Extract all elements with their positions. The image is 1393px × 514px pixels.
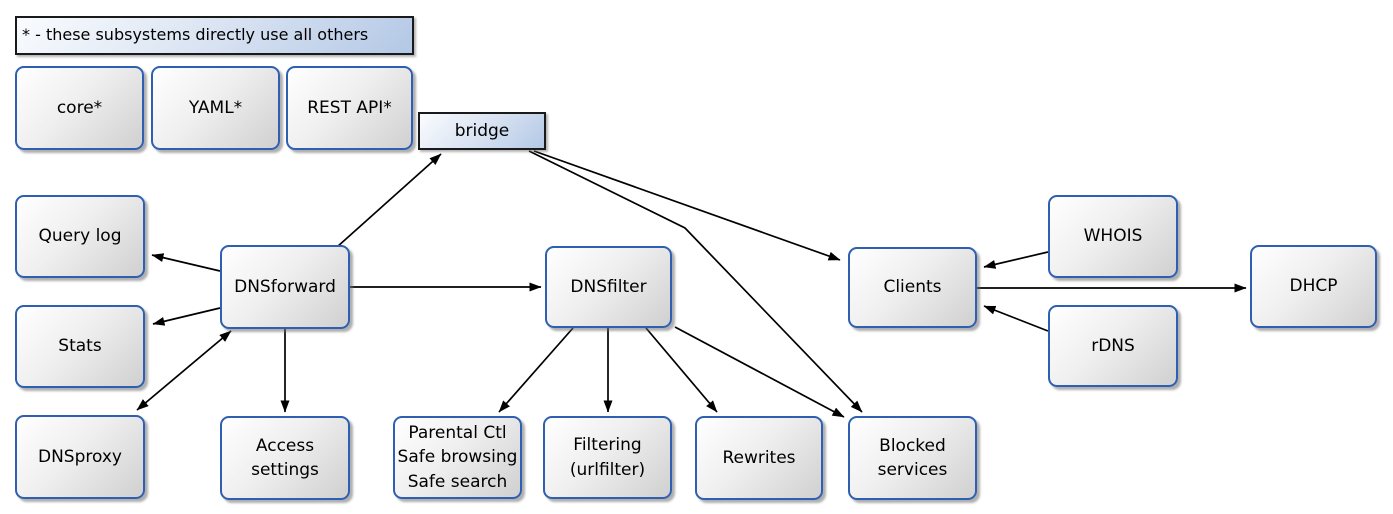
node-rest-api: REST API*: [286, 66, 413, 150]
node-dhcp: DHCP: [1250, 245, 1377, 328]
node-whois: WHOIS: [1048, 195, 1178, 278]
node-filtering-urlfilter: Filtering (urlfilter): [543, 416, 672, 499]
node-clients: Clients: [848, 247, 977, 328]
edge-dnsforward-to-bridge: [336, 153, 442, 248]
node-bridge: bridge: [418, 112, 546, 150]
edge-bridge-to-clients: [533, 150, 841, 261]
node-dnsforward: DNSforward: [220, 245, 350, 329]
node-dnsproxy: DNSproxy: [15, 415, 145, 499]
node-rdns: rDNS: [1048, 305, 1178, 387]
edge-dnsfilter-to-parental: [498, 327, 574, 413]
edge-dnsforward-to-query-log: [151, 253, 221, 272]
node-rewrites: Rewrites: [695, 416, 823, 500]
node-blocked-services: Blocked services: [848, 416, 977, 500]
edge-dnsforward-to-stats: [152, 307, 221, 326]
node-query-log: Query log: [15, 195, 145, 278]
edge-whois-to-clients: [983, 251, 1049, 269]
node-core: core*: [15, 66, 144, 150]
node-yaml: YAML*: [151, 66, 280, 150]
node-dnsfilter: DNSfilter: [545, 246, 672, 328]
edge-bridge-to-blocked-services: [528, 150, 863, 413]
edge-rdns-to-clients: [983, 305, 1049, 332]
edge-dnsfilter-to-blocked-services: [674, 326, 845, 418]
edge-dnsfilter-to-rewrites: [645, 327, 718, 413]
node-access-settings: Access settings: [220, 416, 350, 500]
edge-dnsforward-dnsproxy-bidirectional: [136, 330, 232, 411]
legend-text: * - these subsystems directly use all ot…: [22, 25, 369, 45]
node-parental-safebrowsing-safesearch: Parental Ctl Safe browsing Safe search: [393, 416, 522, 499]
node-stats: Stats: [15, 305, 145, 388]
legend-note: * - these subsystems directly use all ot…: [15, 16, 414, 55]
